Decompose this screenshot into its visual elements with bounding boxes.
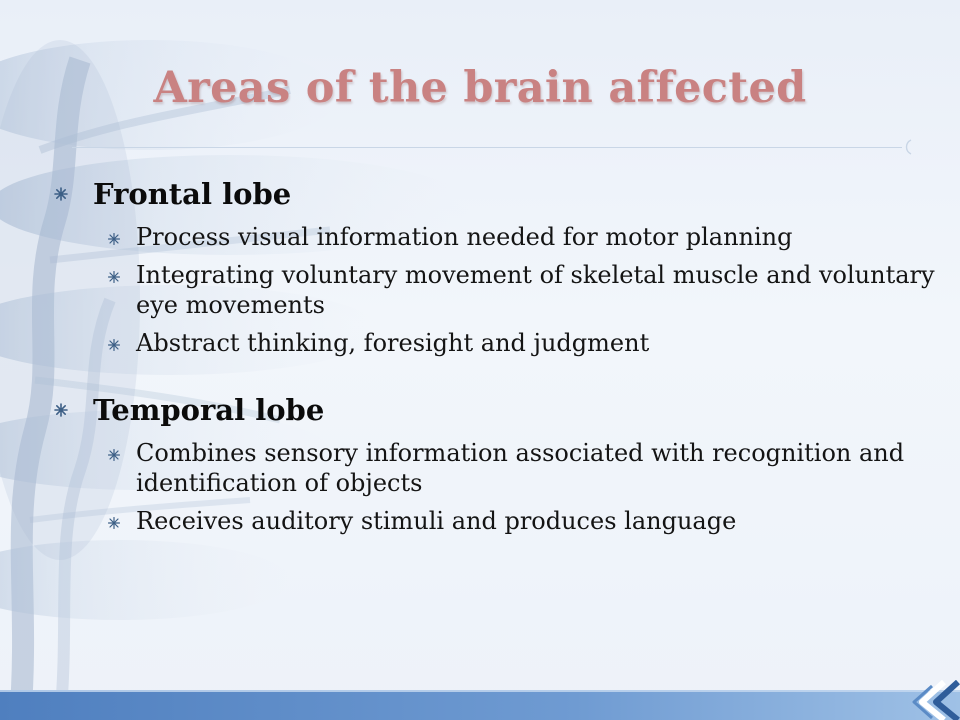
list-item: Abstract thinking, foresight and judgmen…: [50, 328, 945, 358]
list-item-text: Abstract thinking, foresight and judgmen…: [136, 329, 650, 357]
section-heading: Frontal lobe: [50, 172, 945, 216]
list-item-text: Receives auditory stimuli and produces l…: [136, 507, 737, 535]
chevron-left-icon: [912, 680, 960, 720]
bullet-content: Frontal lobe Process visual information …: [50, 172, 945, 566]
section-temporal-lobe: Temporal lobe Combines sensory informati…: [50, 388, 945, 536]
snowflake-bullet-icon: [54, 187, 68, 201]
star-bullet-icon: [108, 517, 120, 529]
sub-bullet-list: Combines sensory information associated …: [50, 438, 945, 536]
list-item: Combines sensory information associated …: [50, 438, 945, 498]
section-frontal-lobe: Frontal lobe Process visual information …: [50, 172, 945, 358]
list-item-text: Process visual information needed for mo…: [136, 223, 793, 251]
star-bullet-icon: [108, 449, 120, 461]
star-bullet-icon: [108, 233, 120, 245]
section-heading: Temporal lobe: [50, 388, 945, 432]
list-item: Receives auditory stimuli and produces l…: [50, 506, 945, 536]
list-item-text: Combines sensory information associated …: [136, 439, 905, 497]
divider-bracket-icon: [905, 139, 912, 155]
section-heading-text: Temporal lobe: [93, 393, 325, 427]
slide-title: Areas of the brain affected: [153, 63, 807, 113]
star-bullet-icon: [108, 339, 120, 351]
footer-bar: [0, 690, 960, 720]
list-item-text: Integrating voluntary movement of skelet…: [136, 261, 935, 319]
star-bullet-icon: [108, 271, 120, 283]
list-item: Process visual information needed for mo…: [50, 222, 945, 252]
sub-bullet-list: Process visual information needed for mo…: [50, 222, 945, 358]
title-divider: [72, 147, 902, 148]
list-item: Integrating voluntary movement of skelet…: [50, 260, 945, 320]
snowflake-bullet-icon: [54, 403, 68, 417]
section-heading-text: Frontal lobe: [93, 177, 292, 211]
